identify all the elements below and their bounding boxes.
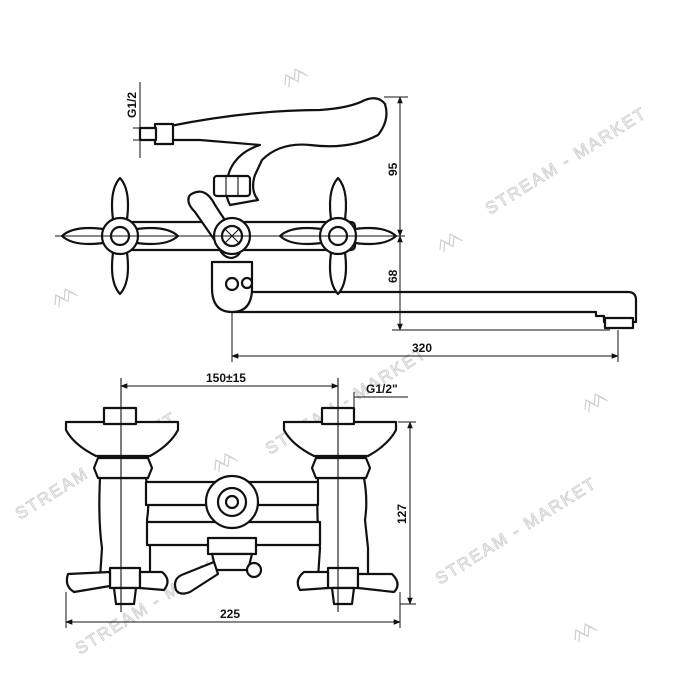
left-cover-cap <box>64 420 180 458</box>
watermark-logo-icon <box>439 233 463 253</box>
front-view: 150±15 G1/2" 127 225 <box>64 371 416 628</box>
dim-height-front: 127 <box>395 504 409 524</box>
dim-width-total: 225 <box>220 607 240 621</box>
top-view: G1/2 95 68 320 <box>55 82 638 362</box>
shower-outlet-nipple <box>138 126 158 142</box>
dim-thread-bottom: G1/2" <box>366 382 398 396</box>
watermark-text: STREAM - MARKET <box>432 473 600 588</box>
diverter-knob <box>224 276 240 292</box>
diverter-knob-small <box>240 276 254 290</box>
left-pillar <box>98 476 152 580</box>
center-nut <box>212 174 252 198</box>
dim-spout-length: 320 <box>412 341 432 355</box>
diverter-lever-front <box>173 560 220 595</box>
watermark-logo-icon <box>574 623 598 643</box>
lower-connecting-body <box>145 520 322 547</box>
watermark-logo-icon <box>214 453 238 473</box>
center-outlet-core <box>224 494 240 510</box>
watermark-logo-icon <box>284 68 308 88</box>
long-spout <box>230 290 638 324</box>
dim-centers: 150±15 <box>206 371 246 385</box>
shower-outlet-pipe <box>168 97 388 207</box>
right-cover-cap <box>282 420 398 458</box>
spout-aerator <box>603 316 635 330</box>
right-pillar <box>316 476 370 580</box>
dim-height-upper: 95 <box>386 162 400 176</box>
left-lever-handle <box>65 566 169 606</box>
left-inlet-nipple <box>102 406 138 426</box>
dim-thread-top: G1/2 <box>125 92 139 118</box>
shower-outlet-nut <box>153 122 175 146</box>
right-nut <box>310 456 372 480</box>
diverter-nut <box>206 536 258 556</box>
dim-height-lower: 68 <box>386 269 400 283</box>
watermark-text: STREAM - MARKET <box>482 103 650 218</box>
diverter-button-icon <box>245 561 263 579</box>
watermark-logo-icon <box>584 393 608 413</box>
diverter-body <box>210 552 254 572</box>
right-lever-handle <box>296 566 399 606</box>
watermark-logo-icon <box>54 288 78 308</box>
left-nut <box>92 456 154 480</box>
